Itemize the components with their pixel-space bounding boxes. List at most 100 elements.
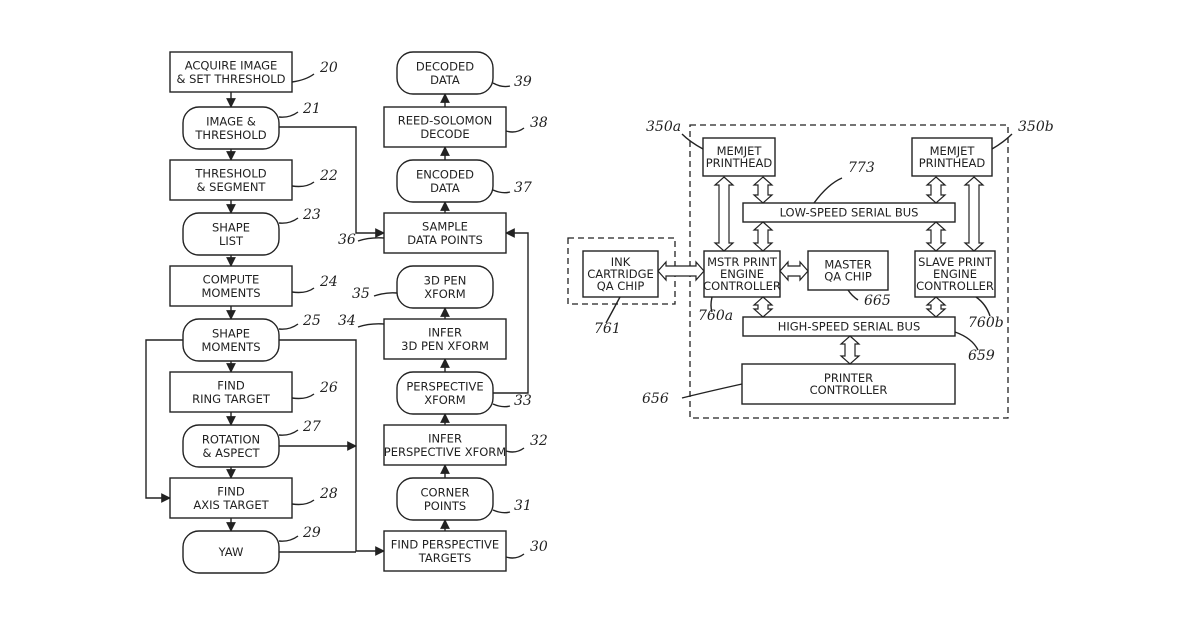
node-find-perspective-targets-ref-leader [506, 554, 524, 558]
block-mstr-print-engine-controller-label: CONTROLLER [703, 279, 781, 293]
node-corner-points: CORNERPOINTS31 [397, 478, 532, 520]
node-find-ring-target: FINDRING TARGET26 [170, 372, 338, 412]
node-find-perspective-targets: FIND PERSPECTIVETARGETS30 [384, 531, 548, 571]
node-perspective-xform-ref-leader [493, 404, 510, 407]
node-yaw-ref-leader [279, 536, 298, 541]
block-memjet-printhead-a: MEMJETPRINTHEAD350a [646, 119, 775, 176]
node-infer-3d-pen-xform-label: INFER [428, 325, 462, 339]
node-infer-perspective-xform-label: INFER [428, 431, 462, 445]
node-3d-pen-xform-label: XFORM [424, 287, 465, 301]
node-acquire-label: ACQUIRE IMAGE [185, 58, 278, 72]
node-find-ring-target-ref-leader [292, 394, 314, 399]
flowchart: ACQUIRE IMAGE& SET THRESHOLD20IMAGE &THR… [170, 52, 548, 573]
bus-arrow-printhead-b-lowspeed [927, 177, 945, 203]
block-memjet-printhead-a-ref: 350a [646, 119, 681, 135]
node-infer-perspective-xform: INFERPERSPECTIVE XFORM32 [384, 425, 548, 465]
node-sample-data-points-ref: 36 [338, 232, 356, 248]
block-printer-controller-ref-leader [682, 384, 742, 398]
node-find-axis-target-label: FIND [217, 484, 245, 498]
bus-arrow-printhead-a-lowspeed [754, 177, 772, 203]
block-mstr-print-engine-controller-ref: 760a [698, 308, 733, 324]
node-encoded-data-ref: 37 [514, 180, 532, 196]
node-threshold-segment-label: & SEGMENT [197, 180, 267, 194]
node-find-axis-target-label: AXIS TARGET [193, 498, 269, 512]
node-shape-moments-ref-leader [279, 324, 298, 329]
node-shape-list-ref-leader [279, 218, 298, 223]
node-reed-solomon-decode-label: DECODE [420, 127, 469, 141]
node-3d-pen-xform-ref: 35 [352, 286, 370, 302]
node-infer-3d-pen-xform-ref-leader [358, 324, 384, 327]
node-sample-data-points-ref-leader [358, 238, 384, 241]
block-low-speed-serial-bus-label: LOW-SPEED SERIAL BUS [780, 206, 919, 220]
node-reed-solomon-decode-label: REED-SOLOMON [398, 113, 493, 127]
node-infer-perspective-xform-ref-leader [506, 448, 524, 452]
bus-arrow-highspeed-printer [841, 336, 859, 364]
node-image-threshold-ref: 21 [302, 101, 321, 117]
block-memjet-printhead-a-ref-leader [682, 134, 703, 149]
node-yaw-ref: 29 [302, 525, 321, 541]
node-encoded-data: ENCODEDDATA 37 [397, 160, 532, 202]
block-ink-cartridge-qa-chip-label: QA CHIP [597, 279, 645, 293]
block-low-speed-serial-bus-ref: 773 [848, 160, 875, 176]
node-perspective-xform-label: PERSPECTIVE [406, 379, 483, 393]
node-compute-moments-ref-leader [292, 288, 314, 293]
bus-arrow-lowspeed-master [754, 222, 772, 251]
block-ink-cartridge-qa-chip: INKCARTRIDGEQA CHIP761 [583, 251, 658, 337]
node-3d-pen-xform-ref-leader [374, 293, 397, 296]
node-decoded-data-label: DATA [430, 73, 460, 87]
node-infer-3d-pen-xform-label: 3D PEN XFORM [401, 339, 489, 353]
block-memjet-printhead-b: MEMJETPRINTHEAD350b [912, 119, 1054, 176]
node-infer-3d-pen-xform: INFER3D PEN XFORM34 [338, 313, 506, 359]
node-compute-moments-label: COMPUTE [203, 272, 260, 286]
node-compute-moments: COMPUTEMOMENTS24 [170, 266, 338, 306]
node-compute-moments-label: MOMENTS [201, 286, 260, 300]
node-shape-list: SHAPELIST23 [183, 207, 321, 255]
node-encoded-data-label: DATA [430, 181, 460, 195]
block-ink-cartridge-qa-chip-ref-leader [606, 297, 620, 323]
node-corner-points-label: CORNER [421, 485, 470, 499]
node-find-ring-target-label: RING TARGET [192, 392, 271, 406]
bus-arrow-master-highspeed [754, 297, 772, 317]
node-rotation-aspect: ROTATION& ASPECT27 [183, 419, 321, 467]
node-shape-list-label: LIST [219, 234, 244, 248]
node-find-perspective-targets-label: FIND PERSPECTIVE [391, 537, 499, 551]
node-rotation-aspect-ref-leader [279, 430, 298, 435]
block-low-speed-serial-bus-ref-leader [814, 178, 842, 203]
flow-arrow-moments-to-axis [146, 340, 183, 498]
node-rotation-aspect-label: ROTATION [202, 432, 260, 446]
bus-arrow-printhead-a-master [715, 177, 733, 251]
node-threshold-segment-ref: 22 [319, 168, 338, 184]
block-memjet-printhead-b-ref: 350b [1018, 119, 1054, 135]
block-printer-controller: PRINTERCONTROLLER656 [642, 364, 955, 407]
node-find-axis-target-ref-leader [292, 500, 314, 505]
node-perspective-xform-label: XFORM [424, 393, 465, 407]
node-encoded-data-ref-leader [493, 190, 510, 193]
block-memjet-printhead-a-label: PRINTHEAD [706, 156, 773, 170]
block-master-qa-chip-ref: 665 [864, 293, 891, 309]
node-corner-points-ref-leader [493, 510, 510, 513]
node-reed-solomon-decode-ref: 38 [530, 115, 548, 131]
node-yaw-label: YAW [218, 545, 244, 559]
node-yaw: YAW 29 [183, 525, 321, 573]
block-high-speed-serial-bus-ref: 659 [968, 348, 995, 364]
node-shape-moments: SHAPEMOMENTS25 [183, 313, 321, 361]
flow-arrow-perspective-to-sample [493, 233, 528, 393]
node-image-threshold-ref-leader [279, 112, 298, 117]
block-slave-print-engine-controller-label: CONTROLLER [916, 279, 994, 293]
block-printer-controller-label: CONTROLLER [810, 383, 888, 397]
block-ink-cartridge-qa-chip-ref: 761 [594, 321, 621, 337]
block-master-qa-chip: MASTERQA CHIP665 [808, 251, 891, 309]
node-infer-perspective-xform-ref: 32 [530, 433, 548, 449]
block-high-speed-serial-bus-label: HIGH-SPEED SERIAL BUS [778, 320, 921, 334]
node-shape-list-label: SHAPE [212, 220, 250, 234]
node-rotation-aspect-label: & ASPECT [202, 446, 260, 460]
block-master-qa-chip-ref-leader [848, 290, 858, 300]
node-reed-solomon-decode: REED-SOLOMONDECODE 38 [384, 107, 548, 147]
node-reed-solomon-decode-ref-leader [506, 128, 524, 132]
node-encoded-data-label: ENCODED [416, 167, 474, 181]
bus-arrow-printhead-b-slave [965, 177, 983, 251]
node-find-ring-target-label: FIND [217, 378, 245, 392]
node-acquire-ref-leader [292, 74, 314, 82]
node-find-axis-target: FINDAXIS TARGET28 [170, 478, 338, 518]
node-corner-points-ref: 31 [514, 498, 532, 514]
